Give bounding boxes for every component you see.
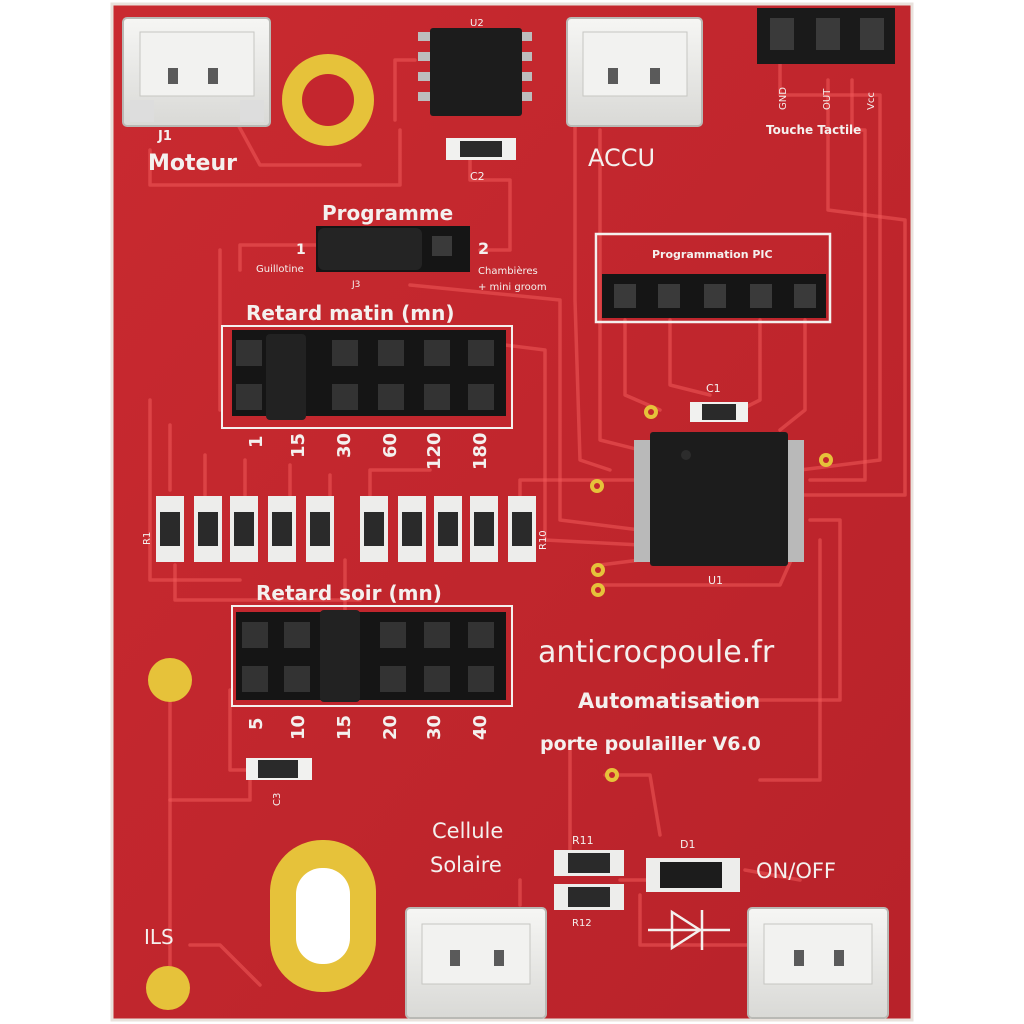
gnd-label: GND [778, 87, 789, 110]
solaire-label: Solaire [430, 853, 502, 877]
soir-value: 15 [334, 715, 355, 740]
matin-value: 180 [470, 432, 491, 470]
soir-value: 20 [380, 715, 401, 740]
on-off-label: ON/OFF [756, 859, 836, 883]
automatisation-label: Automatisation [578, 689, 760, 713]
cellule-label: Cellule [432, 819, 503, 843]
programmation-pic-label: Programmation PIC [652, 248, 773, 261]
u2-chip [418, 28, 532, 116]
d1-diode [646, 858, 740, 892]
c1-capacitor [690, 402, 748, 422]
mounting-hole-bottom [270, 840, 376, 992]
r10-label: R10 [538, 530, 549, 550]
c2-capacitor [446, 138, 516, 160]
vcc-label: Vcc [866, 92, 877, 110]
accu-label: ACCU [588, 144, 655, 172]
matin-value: 60 [380, 433, 401, 458]
jumper-2-label: 2 [478, 239, 489, 258]
soir-value: 10 [288, 715, 309, 740]
matin-value: 1 [246, 435, 267, 448]
guillotine-label: Guillotine [256, 264, 304, 275]
r12-resistor [554, 884, 624, 910]
r11-label: R11 [572, 834, 594, 847]
pic-header [602, 274, 826, 318]
r11-resistor [554, 850, 624, 876]
c3-label: C3 [272, 793, 283, 806]
matin-value: 30 [334, 433, 355, 458]
moteur-connector [122, 17, 271, 127]
ils-label: ILS [144, 925, 174, 949]
c2-label: C2 [470, 170, 485, 183]
diode-symbol [648, 909, 730, 951]
d1-label: D1 [680, 838, 695, 851]
programme-label: Programme [322, 201, 453, 225]
resistor-row [156, 496, 536, 562]
j1-label: J1 [157, 129, 172, 144]
u1-label: U1 [708, 574, 723, 587]
cellule-solaire-connector [405, 907, 547, 1019]
soir-value: 40 [470, 715, 491, 740]
u1-microcontroller [634, 432, 804, 566]
matin-value: 15 [288, 433, 309, 458]
touch-sensor-header [757, 8, 895, 64]
retard-matin-label: Retard matin (mn) [246, 301, 454, 325]
site-label: anticrocpoule.fr [538, 635, 775, 670]
j3-label: J3 [351, 280, 360, 290]
version-label: porte poulailler V6.0 [540, 733, 761, 755]
soir-value: 30 [424, 715, 445, 740]
out-label: OUT [822, 88, 833, 110]
u2-label: U2 [470, 18, 484, 29]
matin-jumper-block [232, 330, 506, 420]
test-pads [590, 405, 833, 782]
r12-label: R12 [572, 918, 592, 929]
r1-label: R1 [142, 532, 153, 545]
chambieres-label: Chambières [478, 265, 538, 277]
copper-traces [148, 58, 907, 992]
accu-connector [566, 17, 703, 127]
ils-pad-top [148, 658, 192, 702]
retard-soir-label: Retard soir (mn) [256, 581, 442, 605]
mounting-hole-top [282, 54, 374, 146]
c3-capacitor [246, 758, 312, 780]
on-off-connector [747, 907, 889, 1019]
c1-label: C1 [706, 382, 721, 395]
soir-jumper-block [236, 610, 506, 702]
soir-value: 5 [246, 717, 267, 730]
touche-tactile-label: Touche Tactile [766, 123, 861, 137]
mini-groom-label: + mini groom [478, 282, 547, 293]
jumper-1-label: 1 [296, 242, 306, 258]
moteur-label: Moteur [148, 151, 237, 176]
ils-pad-bottom [146, 966, 190, 1010]
programme-jumper [316, 226, 470, 272]
matin-value: 120 [424, 432, 445, 470]
